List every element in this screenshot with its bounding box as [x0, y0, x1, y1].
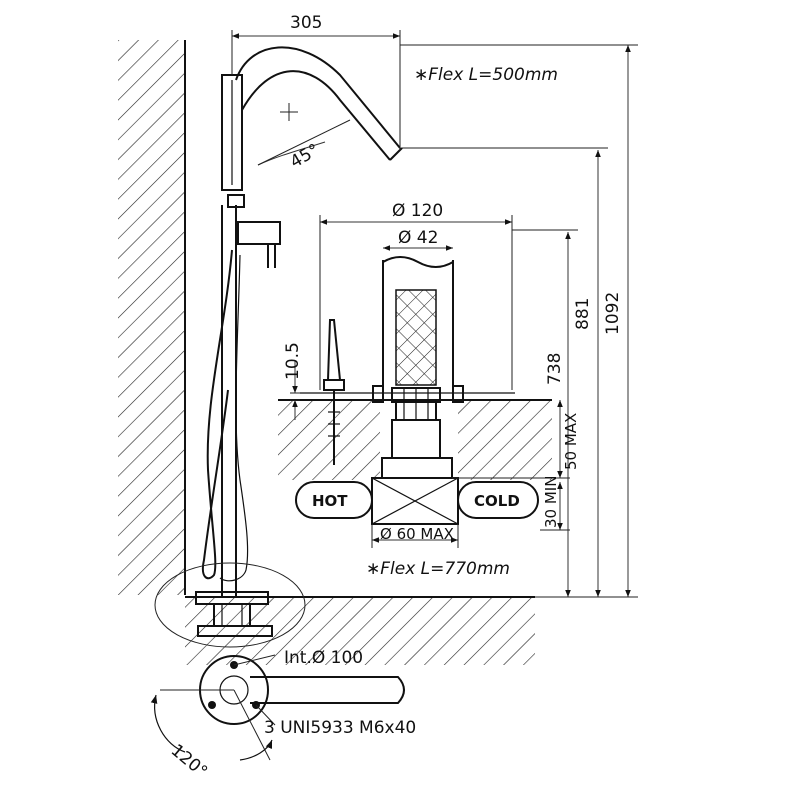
section-floor — [278, 392, 552, 480]
flex-top-note: ∗Flex L=500mm — [414, 65, 558, 85]
floor — [185, 596, 535, 665]
dim-dia-60: Ø 60 MAX — [371, 524, 459, 548]
dim-881: 881 — [402, 147, 608, 597]
dim-10-5-label: 10.5 — [283, 342, 303, 380]
cold-label: COLD — [474, 492, 520, 510]
flex-bottom-note: ∗Flex L=770mm — [366, 559, 510, 579]
anchor-bolt — [323, 319, 345, 465]
dim-30-min-label: 30 MIN — [542, 476, 560, 528]
pipe-cold: COLD — [457, 481, 539, 519]
dim-10-5: 10.5 — [283, 342, 303, 420]
dim-dia-120: Ø 120 — [319, 201, 513, 390]
dim-50-max-label: 50 MAX — [562, 413, 580, 470]
rotation-angle-label: 120° — [167, 741, 211, 783]
dim-305-label: 305 — [290, 13, 322, 33]
dim-30-min: 30 MIN — [540, 476, 570, 531]
dim-dia-42: Ø 42 — [383, 228, 453, 251]
dim-dia-60-label: Ø 60 MAX — [380, 525, 454, 543]
dim-1092-label: 1092 — [603, 292, 623, 335]
section-view — [371, 256, 464, 525]
base-diameter-label: Int.Ø 100 — [284, 648, 363, 668]
dim-305: 305 — [231, 13, 401, 150]
hot-label: HOT — [312, 492, 348, 510]
dim-50-max: 50 MAX — [452, 400, 580, 479]
top-view — [150, 654, 405, 761]
screws-label: 3 UNI5933 M6x40 — [264, 718, 416, 738]
pipe-hot: HOT — [295, 481, 373, 519]
dim-dia-42-label: Ø 42 — [398, 228, 438, 248]
dim-738-label: 738 — [545, 353, 565, 385]
dim-881-label: 881 — [573, 298, 593, 330]
dim-738: 738 — [512, 229, 578, 597]
angle-45-label: 45° — [287, 140, 323, 172]
detail-circle — [154, 562, 306, 648]
dim-1092: 1092 — [400, 44, 638, 598]
faucet-column — [195, 46, 403, 637]
dim-dia-120-label: Ø 120 — [392, 201, 443, 221]
wall — [118, 40, 186, 595]
